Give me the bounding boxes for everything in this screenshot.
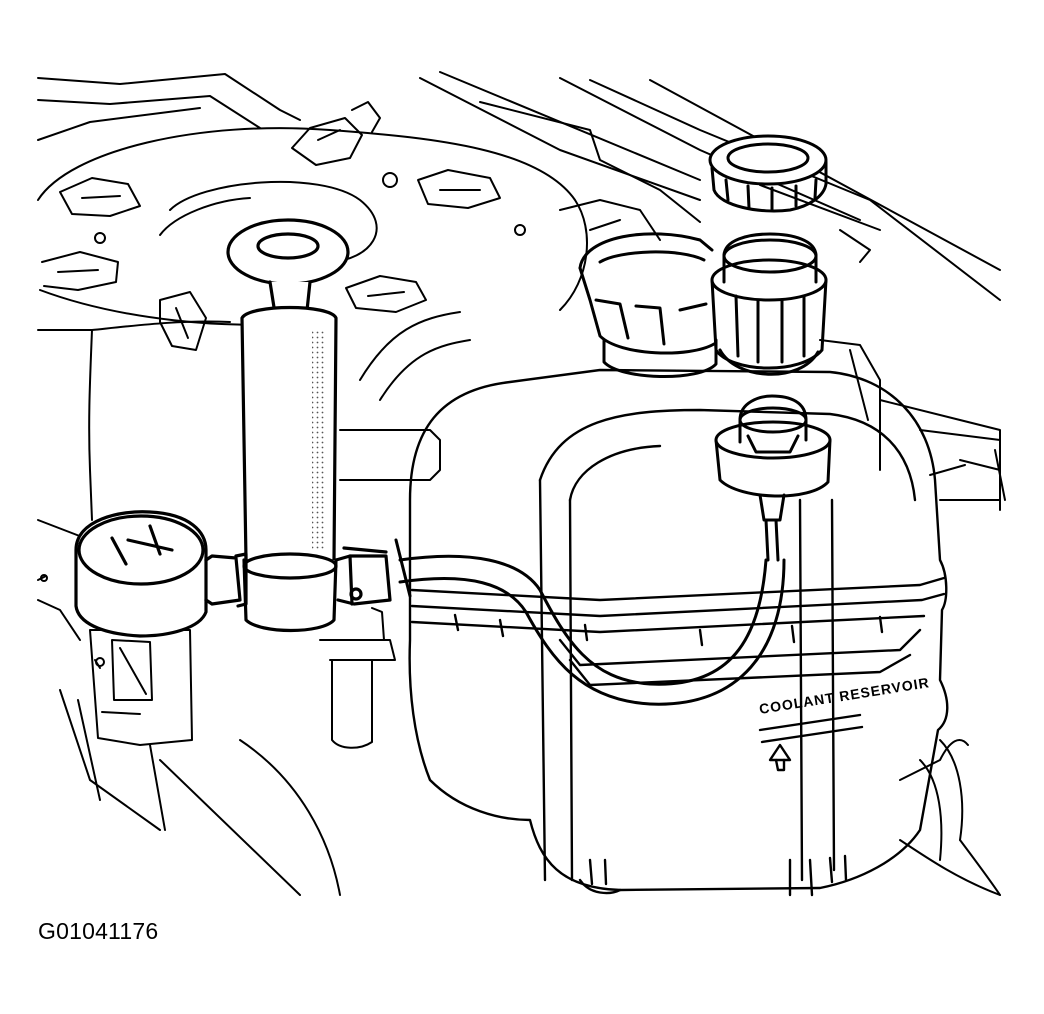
adapter-extension [712, 234, 826, 374]
figure-id-label: G01041176 [38, 918, 159, 944]
reservoir-cap [710, 136, 826, 211]
tank-filler-neck [580, 234, 716, 377]
pressure-tester-pump [228, 220, 390, 631]
tank-embossed-label: COOLANT RESERVOIR [758, 674, 931, 717]
tester-hose [396, 540, 784, 704]
coolant-reservoir-tank [410, 370, 948, 895]
pressure-gauge [76, 512, 246, 636]
engine-cover [38, 72, 1005, 895]
tester-adapter [716, 396, 830, 560]
